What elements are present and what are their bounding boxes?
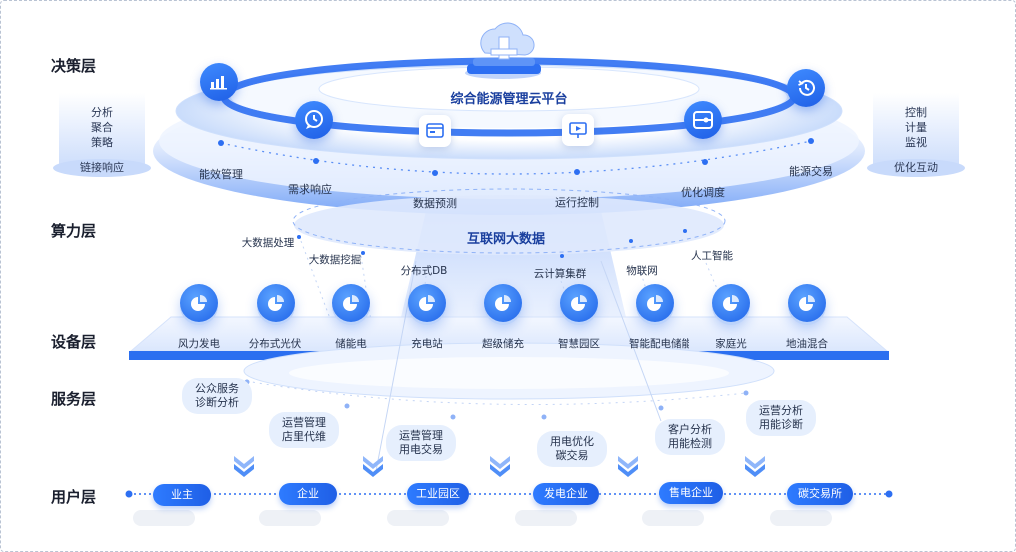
layer-label-compute: 算力层	[51, 222, 97, 240]
history-icon	[787, 69, 825, 107]
compute-center-title: 互联网大数据	[466, 232, 546, 247]
service-customer-analysis: 客户分析 用能检测	[655, 419, 725, 455]
double-chevron-down-icon	[234, 456, 254, 477]
pie-chart-icon	[257, 284, 295, 322]
device-distributed-pv: 分布式光伏	[248, 338, 302, 350]
control-panel-icon	[684, 101, 722, 139]
device-smart-distribution: 智能配电储能	[629, 338, 689, 350]
pie-chart-icon	[484, 284, 522, 322]
side-panel-left: 分析 聚合 策略 链接响应	[53, 93, 151, 177]
module-optimal-dispatch: 优化调度	[681, 186, 725, 199]
chat-bubble-icon	[295, 101, 333, 139]
pill-shadow	[259, 510, 321, 526]
double-chevron-down-icon	[745, 456, 765, 477]
pill-shadow	[642, 510, 704, 526]
compute-tag-big-data-processing: 大数据处理	[241, 237, 295, 249]
module-operation-control: 运行控制	[555, 196, 599, 209]
device-smart-park: 智慧园区	[558, 338, 600, 350]
compute-tag-cloud-cluster: 云计算集群	[533, 268, 587, 280]
side-left-line-1: 分析	[91, 106, 113, 119]
service-text: 用电优化 碳交易	[550, 435, 594, 462]
pill-shadow	[515, 510, 577, 526]
service-text: 运营管理 用电交易	[399, 429, 443, 456]
device-super-charging: 超级储充	[482, 338, 524, 350]
pie-chart-icon	[712, 284, 750, 322]
service-text: 运营管理 店里代维	[282, 416, 326, 443]
double-chevron-down-icon	[490, 456, 510, 477]
pie-chart-icon	[180, 284, 218, 322]
side-left-link: 链接响应	[53, 159, 151, 177]
pill-shadow	[770, 510, 832, 526]
device-wind-power: 风力发电	[178, 338, 220, 350]
device-charging-station: 充电站	[411, 338, 443, 350]
side-left-line-2: 聚合	[91, 121, 113, 134]
pie-chart-icon	[332, 284, 370, 322]
pie-chart-icon	[408, 284, 446, 322]
compute-tag-ai: 人工智能	[691, 250, 733, 262]
service-text: 公众服务 诊断分析	[195, 382, 239, 409]
device-oil-hybrid: 地油混合	[786, 338, 828, 350]
pie-chart-icon	[788, 284, 826, 322]
cloud-server-icon	[465, 22, 541, 79]
bar-chart-icon	[200, 63, 238, 101]
service-ops-diagnosis: 运营分析 用能诊断	[746, 400, 816, 436]
pie-chart-icon	[560, 284, 598, 322]
platform-title: 综合能源管理云平台	[450, 92, 568, 107]
layer-label-service: 服务层	[51, 390, 97, 408]
user-enterprise: 企业	[279, 483, 337, 505]
layer-label-device: 设备层	[51, 333, 97, 351]
double-chevron-down-icon	[618, 456, 638, 477]
module-energy-trading: 能源交易	[789, 165, 833, 178]
side-right-link: 优化互动	[867, 159, 965, 177]
user-industrial-park: 工业园区	[407, 483, 469, 505]
layer-label-decision: 决策层	[51, 57, 97, 75]
side-right-line-3: 监视	[905, 136, 927, 149]
pill-shadow	[387, 510, 449, 526]
side-panel-right: 控制 计量 监视 优化互动	[867, 93, 965, 177]
user-power-generation: 发电企业	[533, 483, 599, 505]
device-home-pv: 家庭光	[715, 338, 747, 350]
device-energy-storage: 储能电	[335, 338, 367, 350]
layer-label-user: 用户层	[51, 488, 97, 506]
compute-tag-iot: 物联网	[626, 265, 658, 277]
service-carbon-trading: 用电优化 碳交易	[537, 431, 607, 467]
module-demand-response: 需求响应	[288, 183, 332, 196]
service-text: 运营分析 用能诊断	[759, 404, 803, 431]
side-right-line-2: 计量	[905, 121, 927, 134]
double-chevron-down-icon	[363, 456, 383, 477]
service-ops-trading: 运营管理 用电交易	[386, 425, 456, 461]
compute-disc	[294, 195, 724, 255]
service-public-diagnosis: 公众服务 诊断分析	[182, 378, 252, 414]
service-text: 客户分析 用能检测	[668, 423, 712, 450]
service-ops-maintenance: 运营管理 店里代维	[269, 412, 339, 448]
compute-tag-big-data-mining: 大数据挖掘	[308, 254, 362, 266]
browser-window-icon	[419, 115, 451, 147]
module-data-forecast: 数据预测	[413, 197, 457, 210]
pill-shadow	[133, 510, 195, 526]
user-power-retail: 售电企业	[659, 482, 723, 504]
presentation-icon	[562, 114, 594, 146]
module-energy-efficiency: 能效管理	[199, 168, 243, 181]
pie-chart-icon	[636, 284, 674, 322]
side-left-line-3: 策略	[91, 136, 113, 149]
side-right-line-1: 控制	[905, 106, 927, 119]
compute-tag-distributed-db: 分布式DB	[400, 265, 448, 277]
user-carbon-exchange: 碳交易所	[787, 483, 853, 505]
user-owner: 业主	[153, 484, 211, 506]
